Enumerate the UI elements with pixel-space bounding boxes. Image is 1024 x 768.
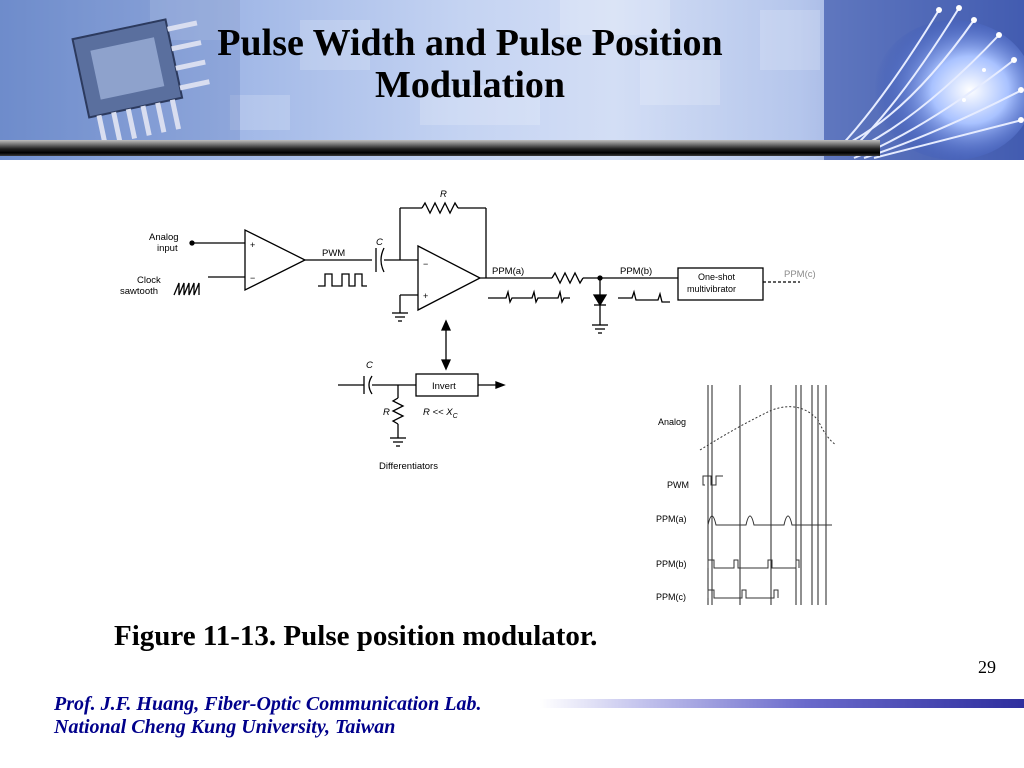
differentiators-label: Differentiators [379, 461, 438, 472]
svg-text:C: C [376, 237, 383, 248]
pwm-trace [702, 475, 723, 486]
differentiator-opamp [417, 244, 482, 312]
footer-credit-line2: National Cheng Kung University, Taiwan [54, 716, 396, 738]
optical-fiber-bundle-image [824, 0, 1024, 160]
slide-title-line2: Modulation [374, 64, 566, 106]
header-divider-bar [0, 140, 880, 156]
svg-text:PPM(c): PPM(c) [784, 269, 816, 280]
pwm-waveform-icon [318, 273, 367, 287]
ppm-a-label: PPM(a) [492, 266, 524, 277]
figure-caption: Figure 11-13. Pulse position modulator. [114, 620, 598, 652]
svg-text:+: + [250, 240, 255, 250]
sawtooth-waveform-icon [173, 282, 200, 296]
analog-trace [699, 406, 837, 451]
svg-text:PPM(c): PPM(c) [656, 592, 686, 602]
xc-subscript: C [453, 413, 459, 420]
svg-text:Analog: Analog [149, 232, 179, 243]
ppm-a-trace [707, 515, 832, 526]
one-shot-multivibrator-block [677, 267, 764, 301]
microchip-image [0, 0, 240, 150]
svg-text:R << XC: R << XC [423, 407, 459, 420]
slide-title: Pulse Width and Pulse Position Modulatio… [120, 22, 820, 106]
svg-text:sawtooth: sawtooth [120, 286, 158, 297]
svg-text:Clock: Clock [137, 275, 161, 286]
svg-text:C: C [366, 360, 373, 371]
svg-text:Analog: Analog [658, 417, 686, 427]
footer-credit-line1: Prof. J.F. Huang, Fiber-Optic Communicat… [54, 693, 482, 715]
svg-text:PPM(b): PPM(b) [620, 266, 652, 277]
c-label-1: C [376, 237, 383, 248]
clock-sawtooth-label-line1: Clock [137, 275, 161, 286]
svg-text:−: − [423, 259, 428, 269]
one-shot-label-line2: multivibrator [687, 284, 736, 294]
footer-credit: Prof. J.F. Huang, Fiber-Optic Communicat… [54, 693, 481, 739]
svg-text:PPM(a): PPM(a) [656, 514, 687, 524]
waveform-label-ppm-a: PPM(a) [656, 514, 687, 524]
comparator-plus-sign: + [250, 240, 255, 250]
svg-text:R: R [440, 189, 447, 200]
ppm-b-label: PPM(b) [620, 266, 652, 277]
svg-text:One-shot: One-shot [698, 272, 736, 282]
page-number: 29 [978, 657, 996, 677]
diff-opamp-plus-sign: + [423, 291, 428, 301]
r-much-less-than-xc-label: R << X [423, 407, 453, 418]
invert-label: Invert [432, 381, 456, 392]
analog-input-terminal [189, 240, 195, 246]
r-label-shunt: R [383, 407, 390, 418]
one-shot-label-line1: One-shot [698, 272, 736, 282]
svg-text:R: R [383, 407, 390, 418]
shunt-resistor-r [391, 397, 405, 425]
ppm-c-trace [707, 589, 779, 599]
analog-input-label-line2: input [157, 243, 178, 254]
waveform-label-ppm-c: PPM(c) [656, 592, 686, 602]
svg-text:multivibrator: multivibrator [687, 284, 736, 294]
clock-sawtooth-label-line2: sawtooth [120, 286, 158, 297]
ppm-b-trace [707, 559, 800, 569]
pulse-position-modulator-diagram: Analog input Clock sawtooth + − PWM C R … [120, 189, 837, 605]
ppm-a-waveform-icon [488, 289, 570, 304]
pwm-label: PWM [322, 248, 345, 259]
svg-text:Invert: Invert [432, 381, 456, 392]
svg-text:Differentiators: Differentiators [379, 461, 438, 472]
svg-text:input: input [157, 243, 178, 254]
comparator-opamp [244, 228, 307, 292]
clamp-diode [592, 294, 608, 307]
svg-text:+: + [423, 291, 428, 301]
waveform-label-ppm-b: PPM(b) [656, 559, 687, 569]
waveform-label-analog: Analog [658, 417, 686, 427]
series-resistor [551, 271, 584, 285]
svg-text:PPM(b): PPM(b) [656, 559, 687, 569]
comparator-minus-sign: − [250, 273, 255, 283]
slide-title-line1: Pulse Width and Pulse Position [217, 22, 723, 64]
c-label-2: C [366, 360, 373, 371]
svg-text:−: − [250, 273, 255, 283]
r-label-feedback: R [440, 189, 447, 200]
svg-text:PWM: PWM [322, 248, 345, 259]
timing-waveform-panel: Analog PWM PPM(a) PPM(b) PPM(c) [656, 385, 837, 605]
footer-gradient-bar [540, 699, 1024, 708]
slide-header-banner: Pulse Width and Pulse Position Modulatio… [0, 0, 1024, 160]
analog-input-label-line1: Analog [149, 232, 179, 243]
diff-opamp-minus-sign: − [423, 259, 428, 269]
waveform-label-pwm: PWM [667, 480, 689, 490]
feedback-resistor-r [421, 201, 459, 215]
svg-text:PWM: PWM [667, 480, 689, 490]
svg-text:PPM(a): PPM(a) [492, 266, 524, 277]
ppm-c-label: PPM(c) [784, 269, 816, 280]
ppm-b-waveform-icon [618, 289, 670, 303]
